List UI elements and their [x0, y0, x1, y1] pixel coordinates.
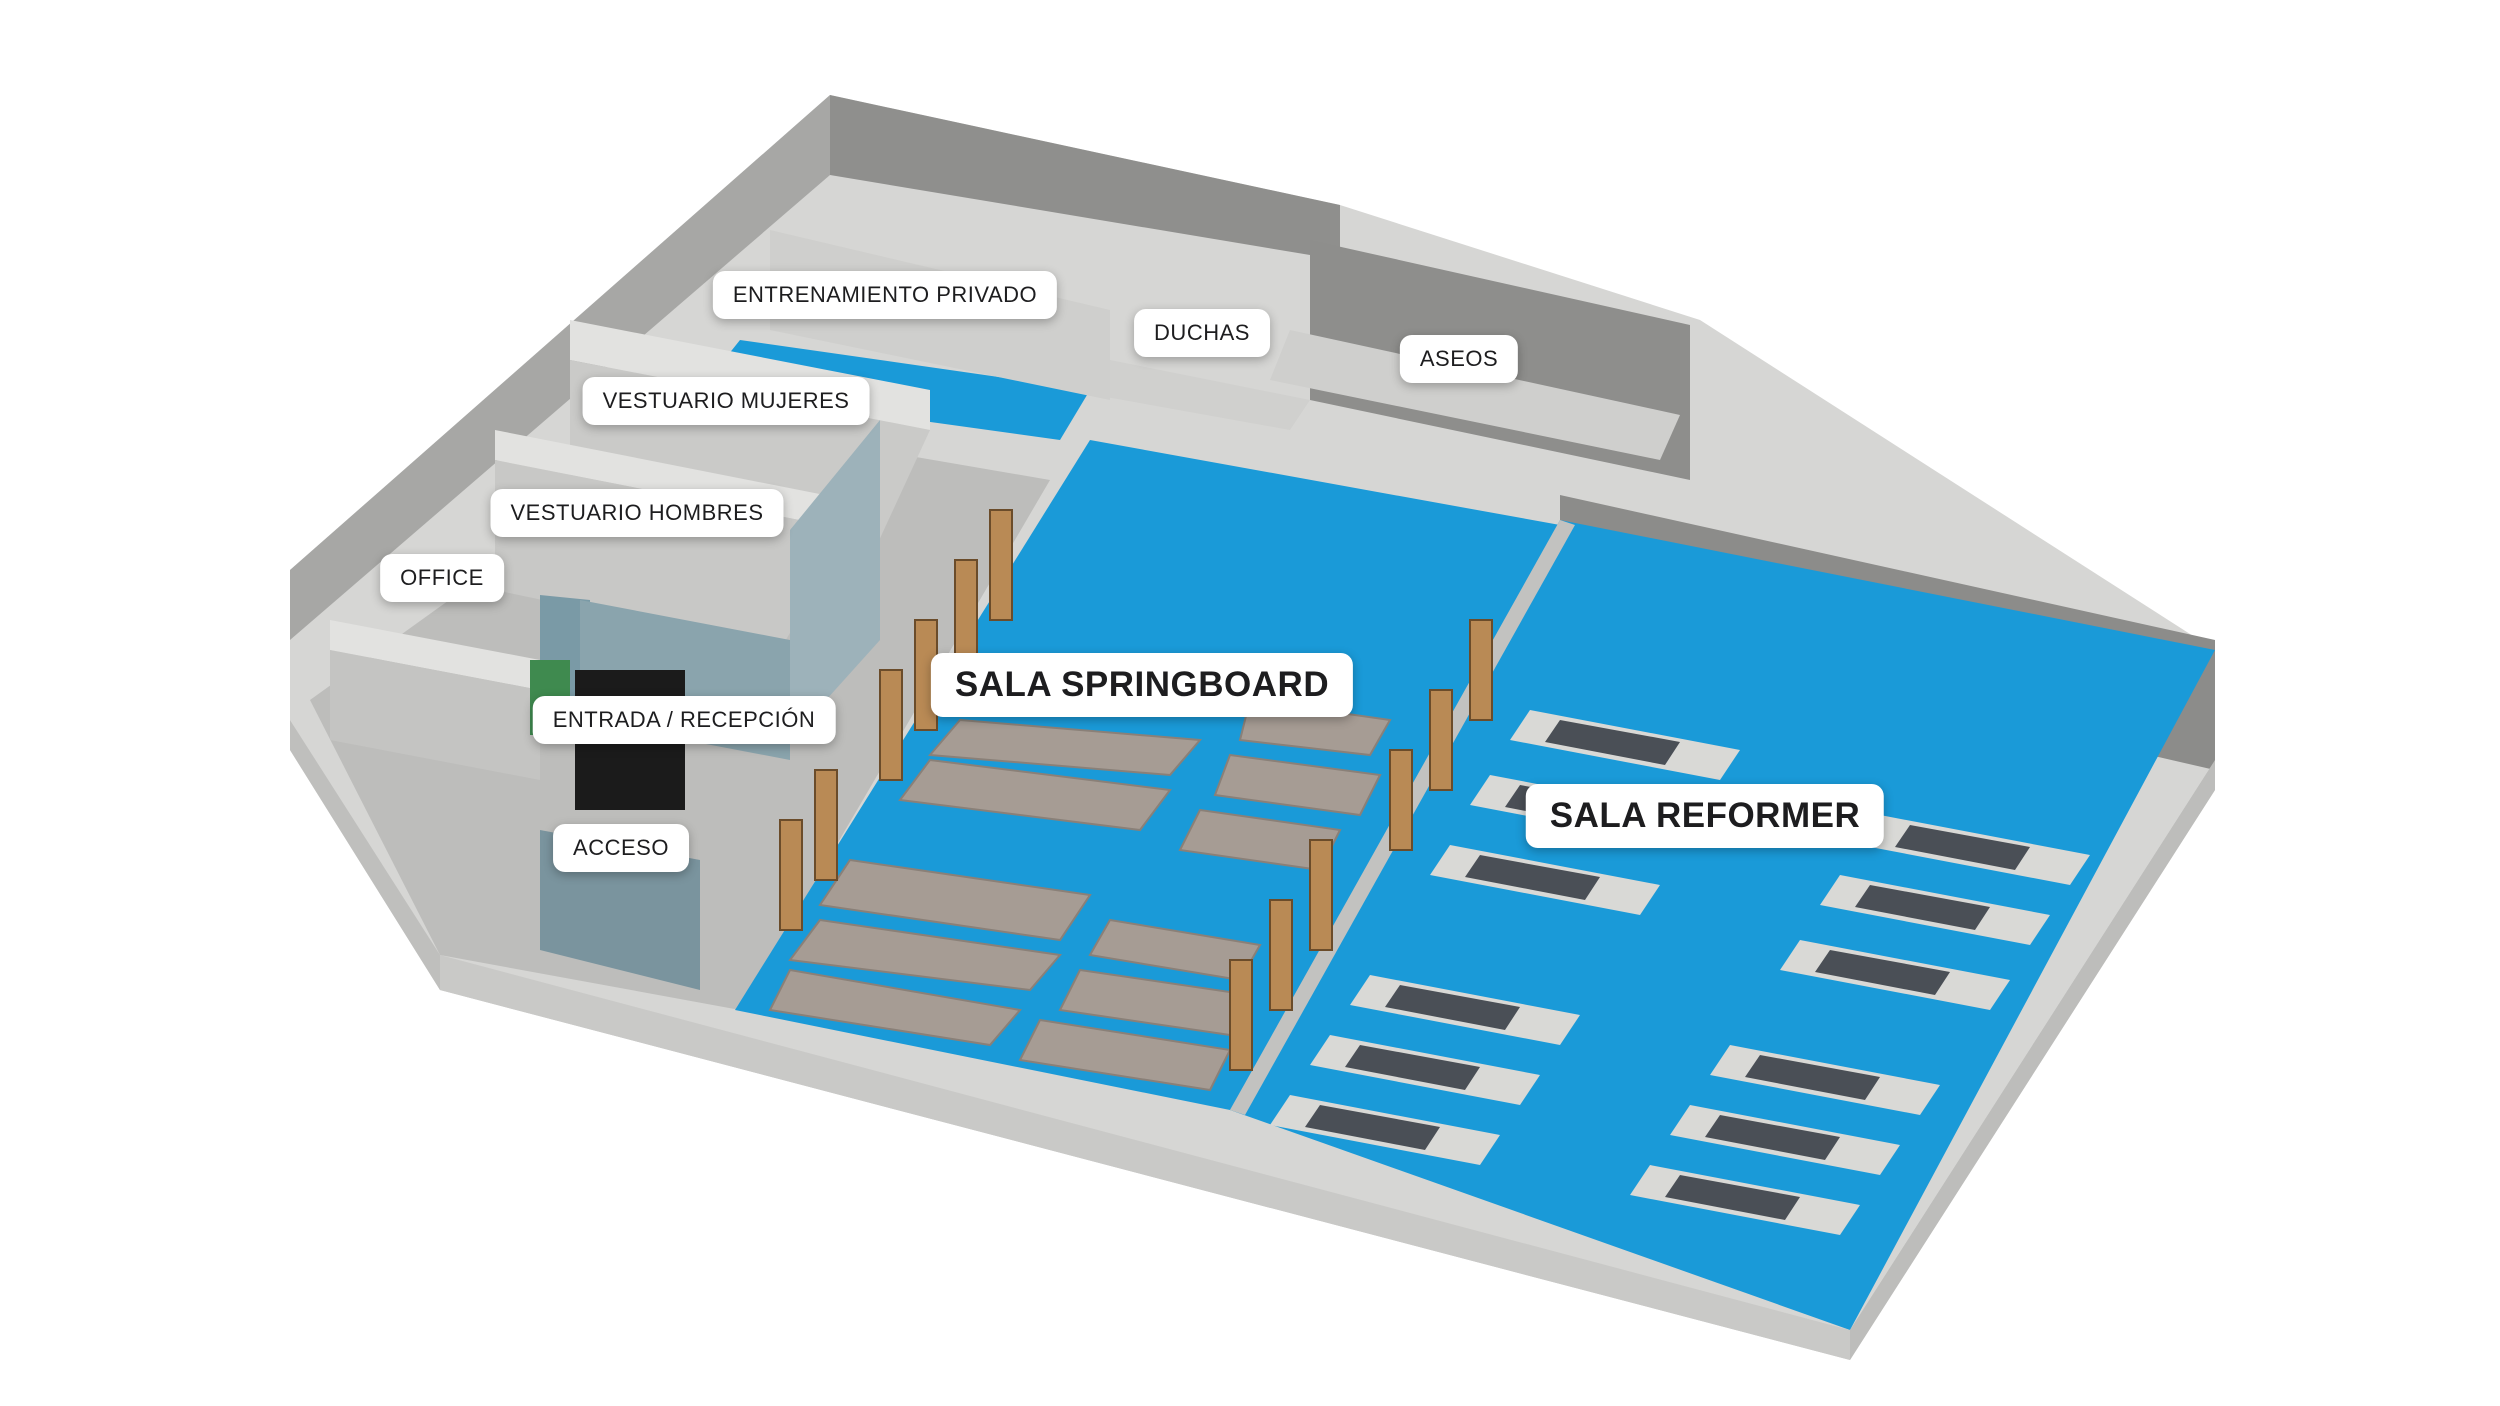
- mat: [1213, 753, 1382, 817]
- label-entrada-recepcion: ENTRADA / RECEPCIÓN: [532, 696, 836, 744]
- reformer: [1310, 1035, 1540, 1105]
- back-wall-top: [830, 95, 1340, 260]
- label-sala-springboard: SALA SPRINGBOARD: [930, 653, 1354, 717]
- springboard-frames: [779, 509, 1493, 1071]
- reformer: [1820, 875, 2050, 945]
- frame: [1309, 839, 1333, 951]
- mat: [927, 718, 1203, 777]
- label-vestuario-hombres: VESTUARIO HOMBRES: [490, 489, 784, 537]
- frame: [814, 769, 838, 881]
- reformer: [1350, 975, 1580, 1045]
- label-office: OFFICE: [380, 554, 504, 602]
- frame: [1429, 689, 1453, 791]
- reformer: [1860, 815, 2090, 885]
- frame: [1469, 619, 1493, 721]
- mat: [768, 968, 1022, 1047]
- reformer: [1430, 845, 1660, 915]
- frame: [989, 509, 1013, 621]
- front-wall: [440, 955, 1850, 1360]
- label-duchas: DUCHAS: [1134, 309, 1270, 357]
- front-wall-left: [290, 720, 440, 990]
- back-wall-left: [290, 95, 830, 640]
- reformers: [1270, 710, 2090, 1235]
- reformer: [1630, 1165, 1860, 1235]
- wall-office-top: [330, 620, 540, 690]
- mat: [898, 758, 1172, 832]
- label-entrenamiento-privado: ENTRENAMIENTO PRIVADO: [712, 271, 1058, 319]
- label-acceso: ACCESO: [553, 824, 689, 872]
- label-sala-reformer: SALA REFORMER: [1525, 784, 1885, 848]
- mat: [1018, 1018, 1232, 1092]
- mat: [818, 858, 1092, 942]
- frame: [1269, 899, 1293, 1011]
- glass-vestuario: [790, 420, 880, 740]
- front-wall-right: [1850, 760, 2215, 1360]
- frame: [779, 819, 803, 931]
- frame: [1229, 959, 1253, 1071]
- reformer: [1710, 1045, 1940, 1115]
- wall-office: [330, 650, 540, 780]
- label-vestuario-mujeres: VESTUARIO MUJERES: [582, 377, 870, 425]
- springboard-mats: [768, 698, 1392, 1092]
- reformer: [1780, 940, 2010, 1010]
- mat: [788, 918, 1062, 992]
- frame: [1389, 749, 1413, 851]
- label-aseos: ASEOS: [1399, 335, 1519, 383]
- reformer: [1270, 1095, 1500, 1165]
- toilets-floor: [1270, 330, 1680, 460]
- reformer-floor: [1230, 520, 2215, 1330]
- showers-floor: [1095, 360, 1310, 430]
- frame: [879, 669, 903, 781]
- reformer: [1670, 1105, 1900, 1175]
- reformer: [1510, 710, 1740, 780]
